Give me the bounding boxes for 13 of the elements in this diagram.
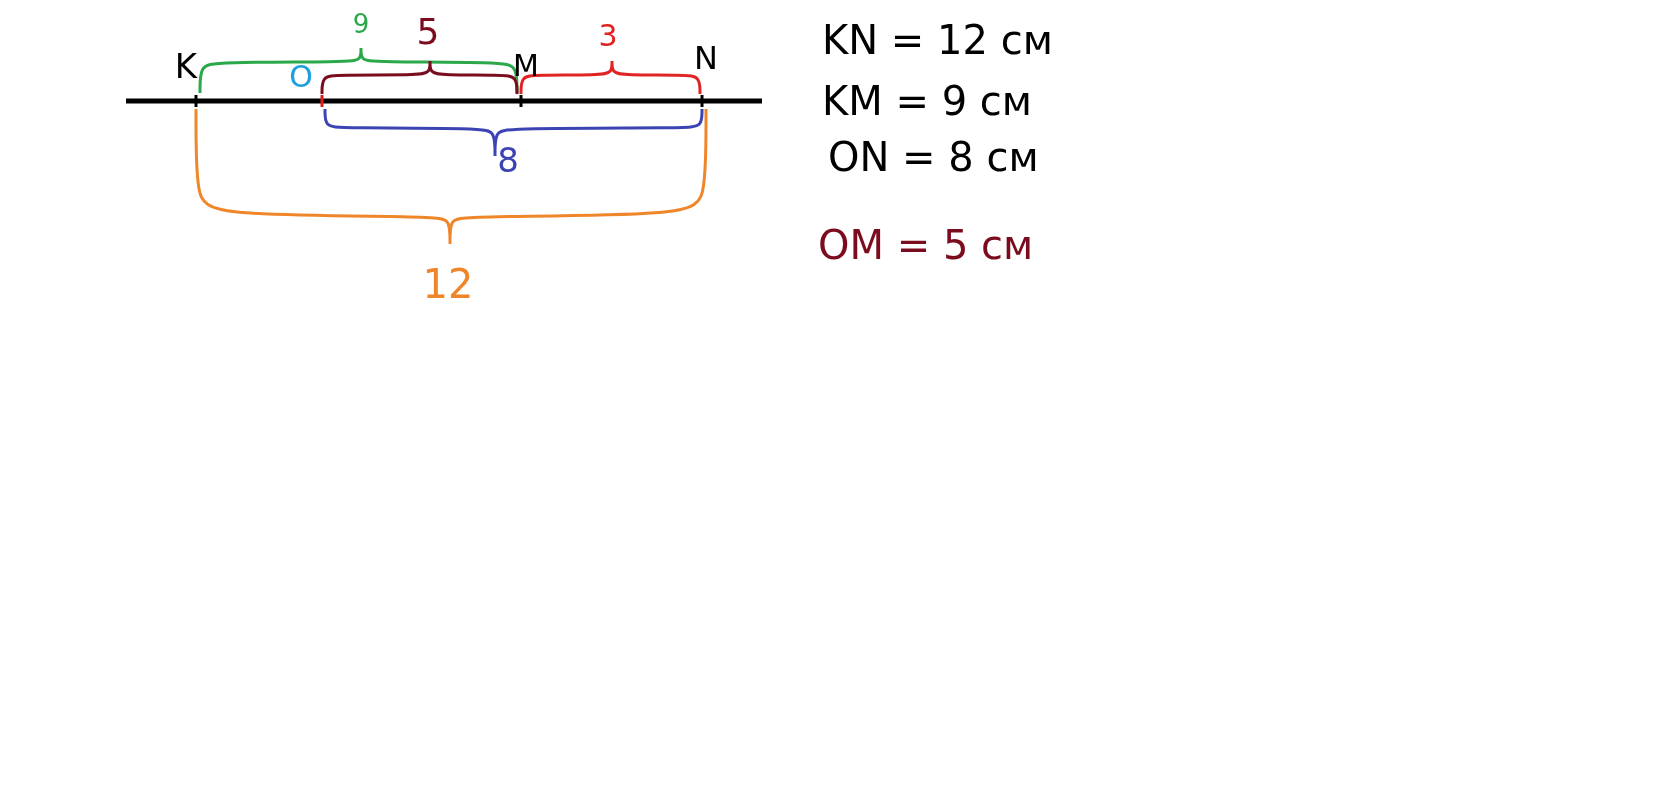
length-label: 8 [497, 143, 519, 177]
length-label: 9 [352, 11, 370, 37]
length-label: 5 [416, 14, 440, 50]
equation-text: KN = 12 см [822, 20, 1053, 60]
point-label: K [174, 49, 198, 83]
point-label: N [694, 42, 718, 74]
equation-text: OM = 5 см [818, 225, 1034, 265]
point-label: O [289, 62, 313, 92]
length-label: 3 [598, 21, 618, 51]
equation-text: ON = 8 см [828, 137, 1039, 177]
point-label: M [513, 51, 539, 81]
length-label: 12 [422, 264, 474, 304]
equation-text: KM = 9 см [822, 81, 1033, 121]
